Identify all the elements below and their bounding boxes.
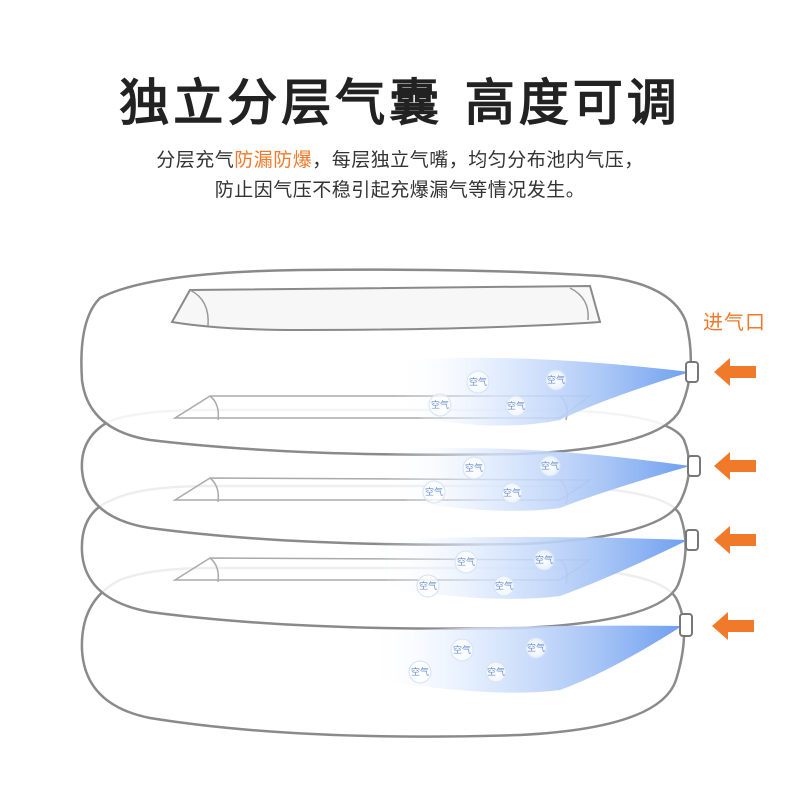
air-label: 空气	[495, 580, 513, 592]
air-label: 空气	[465, 462, 483, 474]
air-label: 空气	[535, 554, 553, 566]
air-flow-layer-3	[374, 537, 688, 599]
air-label: 空气	[503, 487, 521, 499]
arrow-left-icon-3	[714, 526, 756, 554]
air-label: 空气	[547, 374, 565, 386]
air-label: 空气	[457, 556, 475, 568]
air-label: 空气	[419, 580, 437, 592]
air-flow-layer-4	[363, 625, 682, 693]
air-label: 空气	[469, 376, 487, 388]
arrow-left-icon-2	[714, 452, 756, 480]
subtitle-suffix: ，每层独立气嘴，均匀分布池内气压，	[312, 149, 644, 171]
air-valves	[679, 361, 701, 637]
subtitle-line-1: 分层充气防漏防爆，每层独立气嘴，均匀分布池内气压，	[0, 145, 800, 175]
air-flow-layer-2	[384, 448, 690, 511]
air-flow-layer-1	[393, 357, 690, 426]
air-inlet-label: 进气口	[703, 310, 766, 334]
air-label: 空气	[541, 460, 559, 472]
air-label: 空气	[527, 642, 545, 654]
air-label: 空气	[453, 644, 471, 656]
air-label: 空气	[487, 666, 505, 678]
subtitle-highlight: 防漏防爆	[234, 149, 313, 171]
air-label: 空气	[411, 666, 429, 678]
subtitle-prefix: 分层充气	[156, 149, 235, 171]
subtitle-line-2: 防止因气压不稳引起充爆漏气等情况发生。	[214, 179, 586, 201]
air-label: 空气	[507, 400, 525, 412]
air-bubbles	[408, 369, 567, 684]
arrow-left-icon-1	[714, 358, 756, 386]
air-label: 空气	[431, 399, 449, 411]
air-label: 空气	[425, 486, 443, 498]
headline: 独立分层气囊 高度可调	[119, 74, 681, 132]
arrow-left-icon-4	[712, 612, 754, 640]
